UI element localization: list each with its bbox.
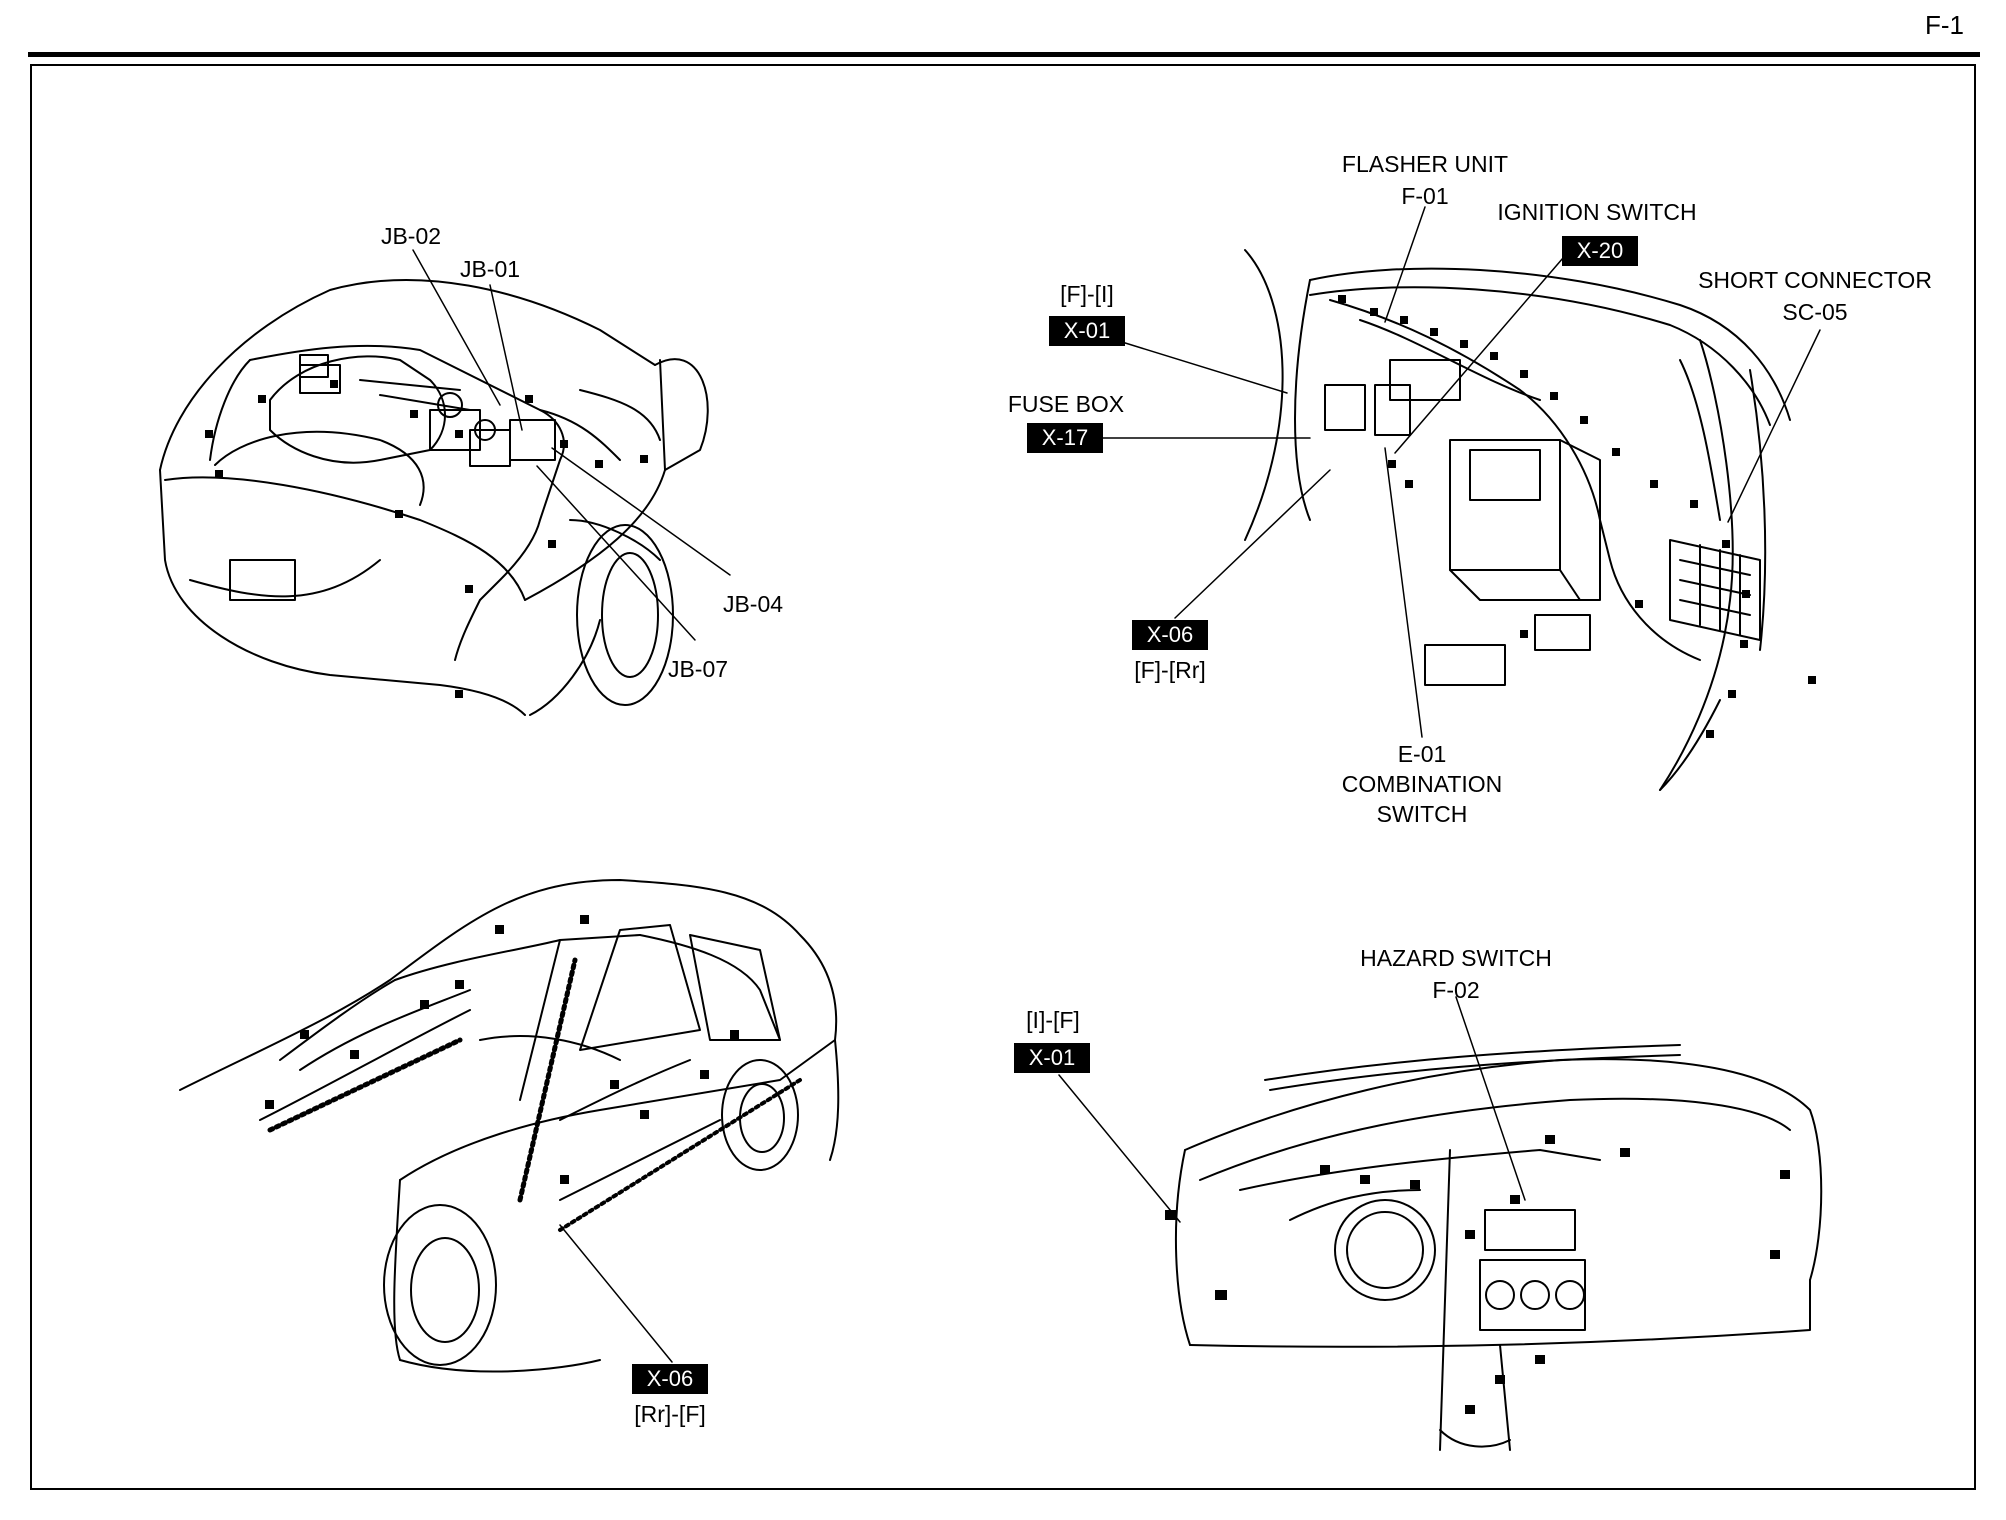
dashboard-illustration <box>1165 1044 1823 1451</box>
jb-07-label: JB-07 <box>667 656 729 682</box>
short-connector-title: SHORT CONNECTOR <box>1698 267 1932 293</box>
fuse-box-title: FUSE BOX <box>1007 391 1125 417</box>
vehicle-body-illustration <box>179 879 840 1373</box>
jb-04-label: JB-04 <box>722 591 784 617</box>
diagram-frame <box>30 64 1976 1490</box>
x-06-front-rear-direction: [F]-[Rr] <box>1134 657 1206 683</box>
jb-02-label: JB-02 <box>380 223 442 249</box>
ignition-switch-title: IGNITION SWITCH <box>1497 199 1697 225</box>
hazard-switch-title: HAZARD SWITCH <box>1360 945 1552 971</box>
x-06-front-rear-code: X-06 <box>1132 620 1208 650</box>
instrument-area-illustration <box>1244 249 1816 791</box>
x-01-interior-front-direction: [I]-[F] <box>1026 1007 1080 1033</box>
header-rule <box>28 52 1980 57</box>
jb-01-label: JB-01 <box>459 256 521 282</box>
flasher-unit-code: F-01 <box>1401 183 1449 209</box>
page-number: F-1 <box>1925 10 1964 40</box>
ignition-switch-code: X-20 <box>1562 236 1638 266</box>
combination-switch-title-line1: COMBINATION <box>1341 771 1503 797</box>
x-01-front-interior-code: X-01 <box>1049 316 1125 346</box>
combination-switch-code: E-01 <box>1397 741 1447 767</box>
combination-switch-title-line2: SWITCH <box>1376 801 1468 827</box>
x-01-front-interior-direction: [F]-[I] <box>1060 281 1114 307</box>
x-06-rear-front-code: X-06 <box>632 1364 708 1394</box>
x-01-interior-front-code: X-01 <box>1014 1043 1090 1073</box>
fuse-box-code: X-17 <box>1027 423 1103 453</box>
short-connector-code: SC-05 <box>1782 299 1848 325</box>
engine-bay-illustration <box>159 279 709 716</box>
leader-lines <box>412 206 1821 1363</box>
flasher-unit-title: FLASHER UNIT <box>1341 151 1509 177</box>
hazard-switch-code: F-02 <box>1432 977 1480 1003</box>
x-06-rear-front-direction: [Rr]-[F] <box>634 1401 706 1427</box>
